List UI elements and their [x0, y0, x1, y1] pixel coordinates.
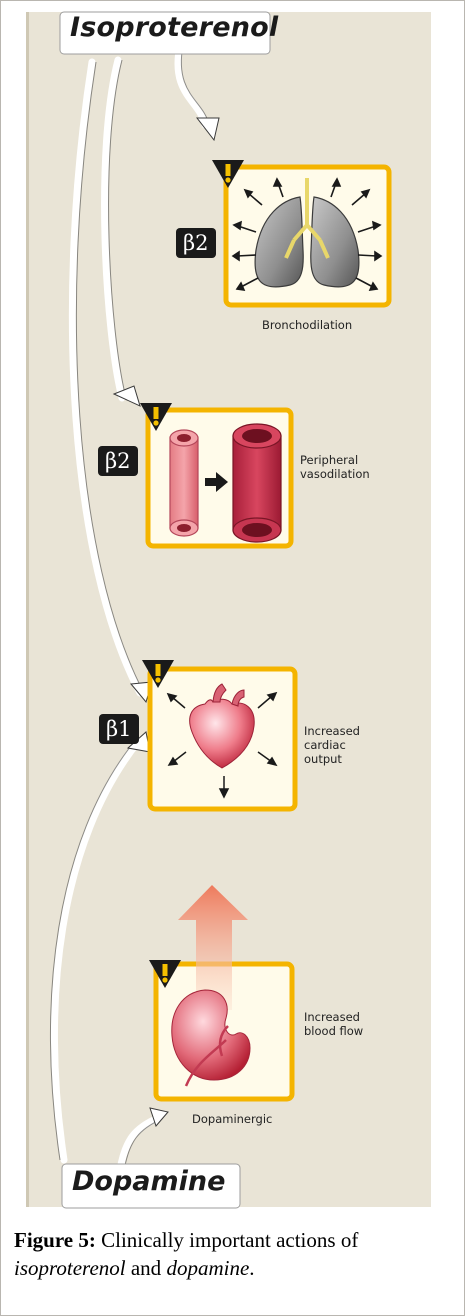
bronchodilation-box — [212, 160, 389, 305]
caption-text-2: and — [131, 1256, 161, 1280]
dopamine-flow-arrows — [54, 742, 158, 1170]
figure-number: Figure 5: — [14, 1228, 96, 1252]
vasodilation-box — [140, 403, 291, 546]
receptor-badge-beta2-lungs: β2 — [176, 228, 216, 258]
bronchodilation-label: Bronchodilation — [262, 318, 352, 332]
receptor-badge-beta2-vessel: β2 — [98, 446, 138, 476]
isoproterenol-label: Isoproterenol — [70, 12, 278, 43]
cardiac-output-box — [142, 660, 295, 809]
kidney-box — [149, 885, 292, 1099]
caption-period: . — [249, 1256, 254, 1280]
caption-text-1: Clinically important actions of — [101, 1228, 358, 1252]
arrowhead-lungs — [197, 118, 219, 140]
arrow-to-lungs — [178, 45, 205, 125]
isoproterenol-arrow-outlines — [76, 45, 209, 693]
caption-drug-isoproterenol: isoproterenol — [14, 1256, 126, 1280]
dopaminergic-label: Dopaminergic — [192, 1112, 272, 1126]
caption-drug-dopamine: dopamine — [166, 1256, 249, 1280]
vasodilation-label: Peripheral vasodilation — [300, 453, 400, 481]
blood-flow-label: Increased blood flow — [304, 1010, 389, 1038]
dopamine-label: Dopamine — [72, 1166, 225, 1197]
receptor-badge-beta1-heart: β1 — [99, 714, 139, 744]
isoproterenol-flow-arrows — [72, 45, 205, 693]
cardiac-output-label: Increased cardiac output — [304, 724, 379, 766]
figure-caption: Figure 5: Clinically important actions o… — [14, 1226, 459, 1282]
arrow-dopamine-to-heart — [54, 742, 138, 1160]
